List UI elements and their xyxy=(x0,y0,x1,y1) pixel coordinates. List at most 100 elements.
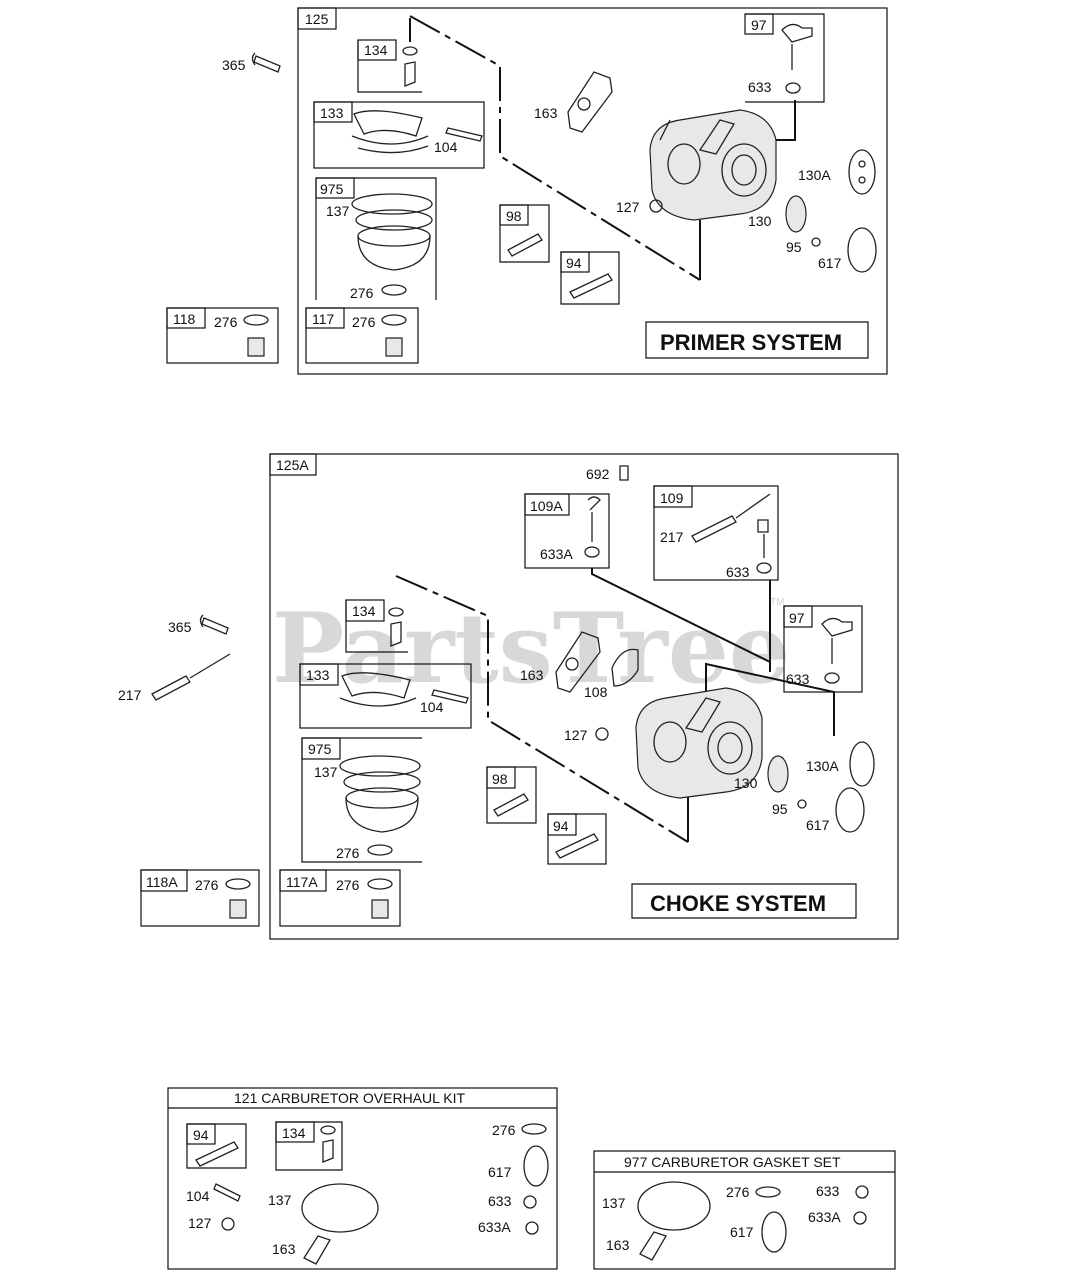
carburetor-body-part xyxy=(649,109,777,221)
bowl-975-part xyxy=(351,193,433,296)
kit-oring-137-part xyxy=(301,1183,379,1233)
oring-127-choke-part xyxy=(595,727,609,741)
bolt-365-choke-part xyxy=(199,614,229,635)
label-133: 133 xyxy=(320,105,344,121)
box-133-choke-frame xyxy=(299,663,472,729)
choke-outer-box xyxy=(269,453,899,940)
box-109-frame xyxy=(653,485,779,581)
kit-needle-134-part xyxy=(320,1125,336,1163)
gasket-617-choke-part xyxy=(835,787,865,833)
label-98: 98 xyxy=(506,208,522,224)
primer-system-section: 125 365 134 133 104 975 137 xyxy=(166,7,888,375)
label-617-choke: 617 xyxy=(806,817,830,833)
label-276-choke: 276 xyxy=(336,845,360,861)
label-109A: 109A xyxy=(530,498,563,514)
set-nut-276-part xyxy=(755,1186,781,1198)
set-gasket-163-part xyxy=(639,1231,667,1261)
watermark-tm: TM xyxy=(770,597,784,608)
choke-title: CHOKE SYSTEM xyxy=(650,891,826,916)
box-133-choke-label-frame xyxy=(299,663,339,686)
kit-oring-127-part xyxy=(221,1217,235,1231)
label-134: 134 xyxy=(364,42,388,58)
box-117-label-frame xyxy=(305,307,345,329)
kit-gasket-163-part xyxy=(303,1235,331,1265)
set-washer-633-part xyxy=(855,1185,869,1199)
kit-jet-94-part xyxy=(195,1141,239,1167)
diaphragm-130-choke-part xyxy=(767,755,789,793)
box-133-label-frame xyxy=(313,101,353,123)
gasket-set-section: 977 CARBURETOR GASKET SET 137 276 633 63… xyxy=(593,1150,896,1270)
kit-gasket-617-part xyxy=(523,1145,549,1187)
bolt-365-part xyxy=(251,52,281,73)
kit-label-633: 633 xyxy=(488,1193,512,1209)
nut-117A-part xyxy=(367,878,393,919)
box-975-label-frame xyxy=(315,177,355,199)
gasket-set-box xyxy=(593,1150,896,1270)
box-97-frame xyxy=(745,13,825,103)
box-118A-label-frame xyxy=(140,869,188,892)
box-94-label-frame xyxy=(560,251,590,273)
box-97-choke-label-frame xyxy=(783,605,813,628)
primer-box-label: 125 xyxy=(305,11,329,27)
screw-98-choke-part xyxy=(493,793,529,817)
label-975-choke: 975 xyxy=(308,741,332,757)
box-97-choke-frame xyxy=(783,605,863,693)
jet-94-part xyxy=(569,273,613,299)
label-276-118A: 276 xyxy=(195,877,219,893)
box-975-choke-frame xyxy=(301,738,422,863)
choke-title-frame xyxy=(631,883,857,919)
kit-label-134: 134 xyxy=(282,1125,306,1141)
label-118A: 118A xyxy=(146,874,178,890)
box-98-choke-label-frame xyxy=(486,766,516,789)
label-134-choke: 134 xyxy=(352,603,376,619)
watermark: PartsTree xyxy=(272,592,790,705)
box-117-frame xyxy=(305,307,419,364)
kit-box-134-frame xyxy=(275,1121,343,1171)
kit-nut-276-part xyxy=(521,1123,547,1135)
primer-dash-leader xyxy=(409,15,701,281)
label-633A: 633A xyxy=(540,546,573,562)
label-94: 94 xyxy=(566,255,582,271)
box-975-choke-label-frame xyxy=(301,737,341,760)
label-975: 975 xyxy=(320,181,344,197)
label-94-choke: 94 xyxy=(553,818,569,834)
jet-94-choke-part xyxy=(555,833,599,859)
box-109-label-frame xyxy=(653,485,693,508)
box-98-label-frame xyxy=(499,204,529,226)
label-130-choke: 130 xyxy=(734,775,758,791)
nut-118-part xyxy=(243,314,269,357)
set-label-633A: 633A xyxy=(808,1209,841,1225)
kit-box-94-frame xyxy=(186,1123,247,1169)
nut-118A-part xyxy=(225,878,251,919)
label-137: 137 xyxy=(326,203,350,219)
kit-label-94: 94 xyxy=(193,1127,209,1143)
kit-label-633A: 633A xyxy=(478,1219,511,1235)
box-97-label-frame xyxy=(744,13,774,35)
bowl-975-choke-part xyxy=(339,755,421,856)
label-95: 95 xyxy=(786,239,802,255)
float-133-part xyxy=(351,110,483,154)
box-117A-frame xyxy=(279,869,401,927)
label-217-choke: 217 xyxy=(660,529,684,545)
needle-134-part xyxy=(402,46,418,87)
label-276-118: 276 xyxy=(214,314,238,330)
primer-box-label-frame xyxy=(297,7,337,30)
kit-box-134-label-frame xyxy=(275,1121,315,1143)
label-276-117: 276 xyxy=(352,314,376,330)
plate-130A-choke-part xyxy=(849,741,875,787)
diaphragm-130-part xyxy=(785,195,807,233)
choke-dash-leader xyxy=(395,575,689,843)
label-130A: 130A xyxy=(798,167,831,183)
set-gasket-617-part xyxy=(761,1211,787,1253)
label-117A: 117A xyxy=(286,874,318,890)
valve-97-choke-part xyxy=(821,617,853,684)
kit-pin-104-part xyxy=(213,1183,241,1202)
label-109: 109 xyxy=(660,490,684,506)
kit-washer-633A-part xyxy=(525,1221,539,1235)
valve-97-part xyxy=(781,23,813,94)
set-label-163: 163 xyxy=(606,1237,630,1253)
kit-box-94-label-frame xyxy=(186,1123,216,1145)
plate-130A-part xyxy=(848,149,876,195)
box-118-label-frame xyxy=(166,307,206,329)
